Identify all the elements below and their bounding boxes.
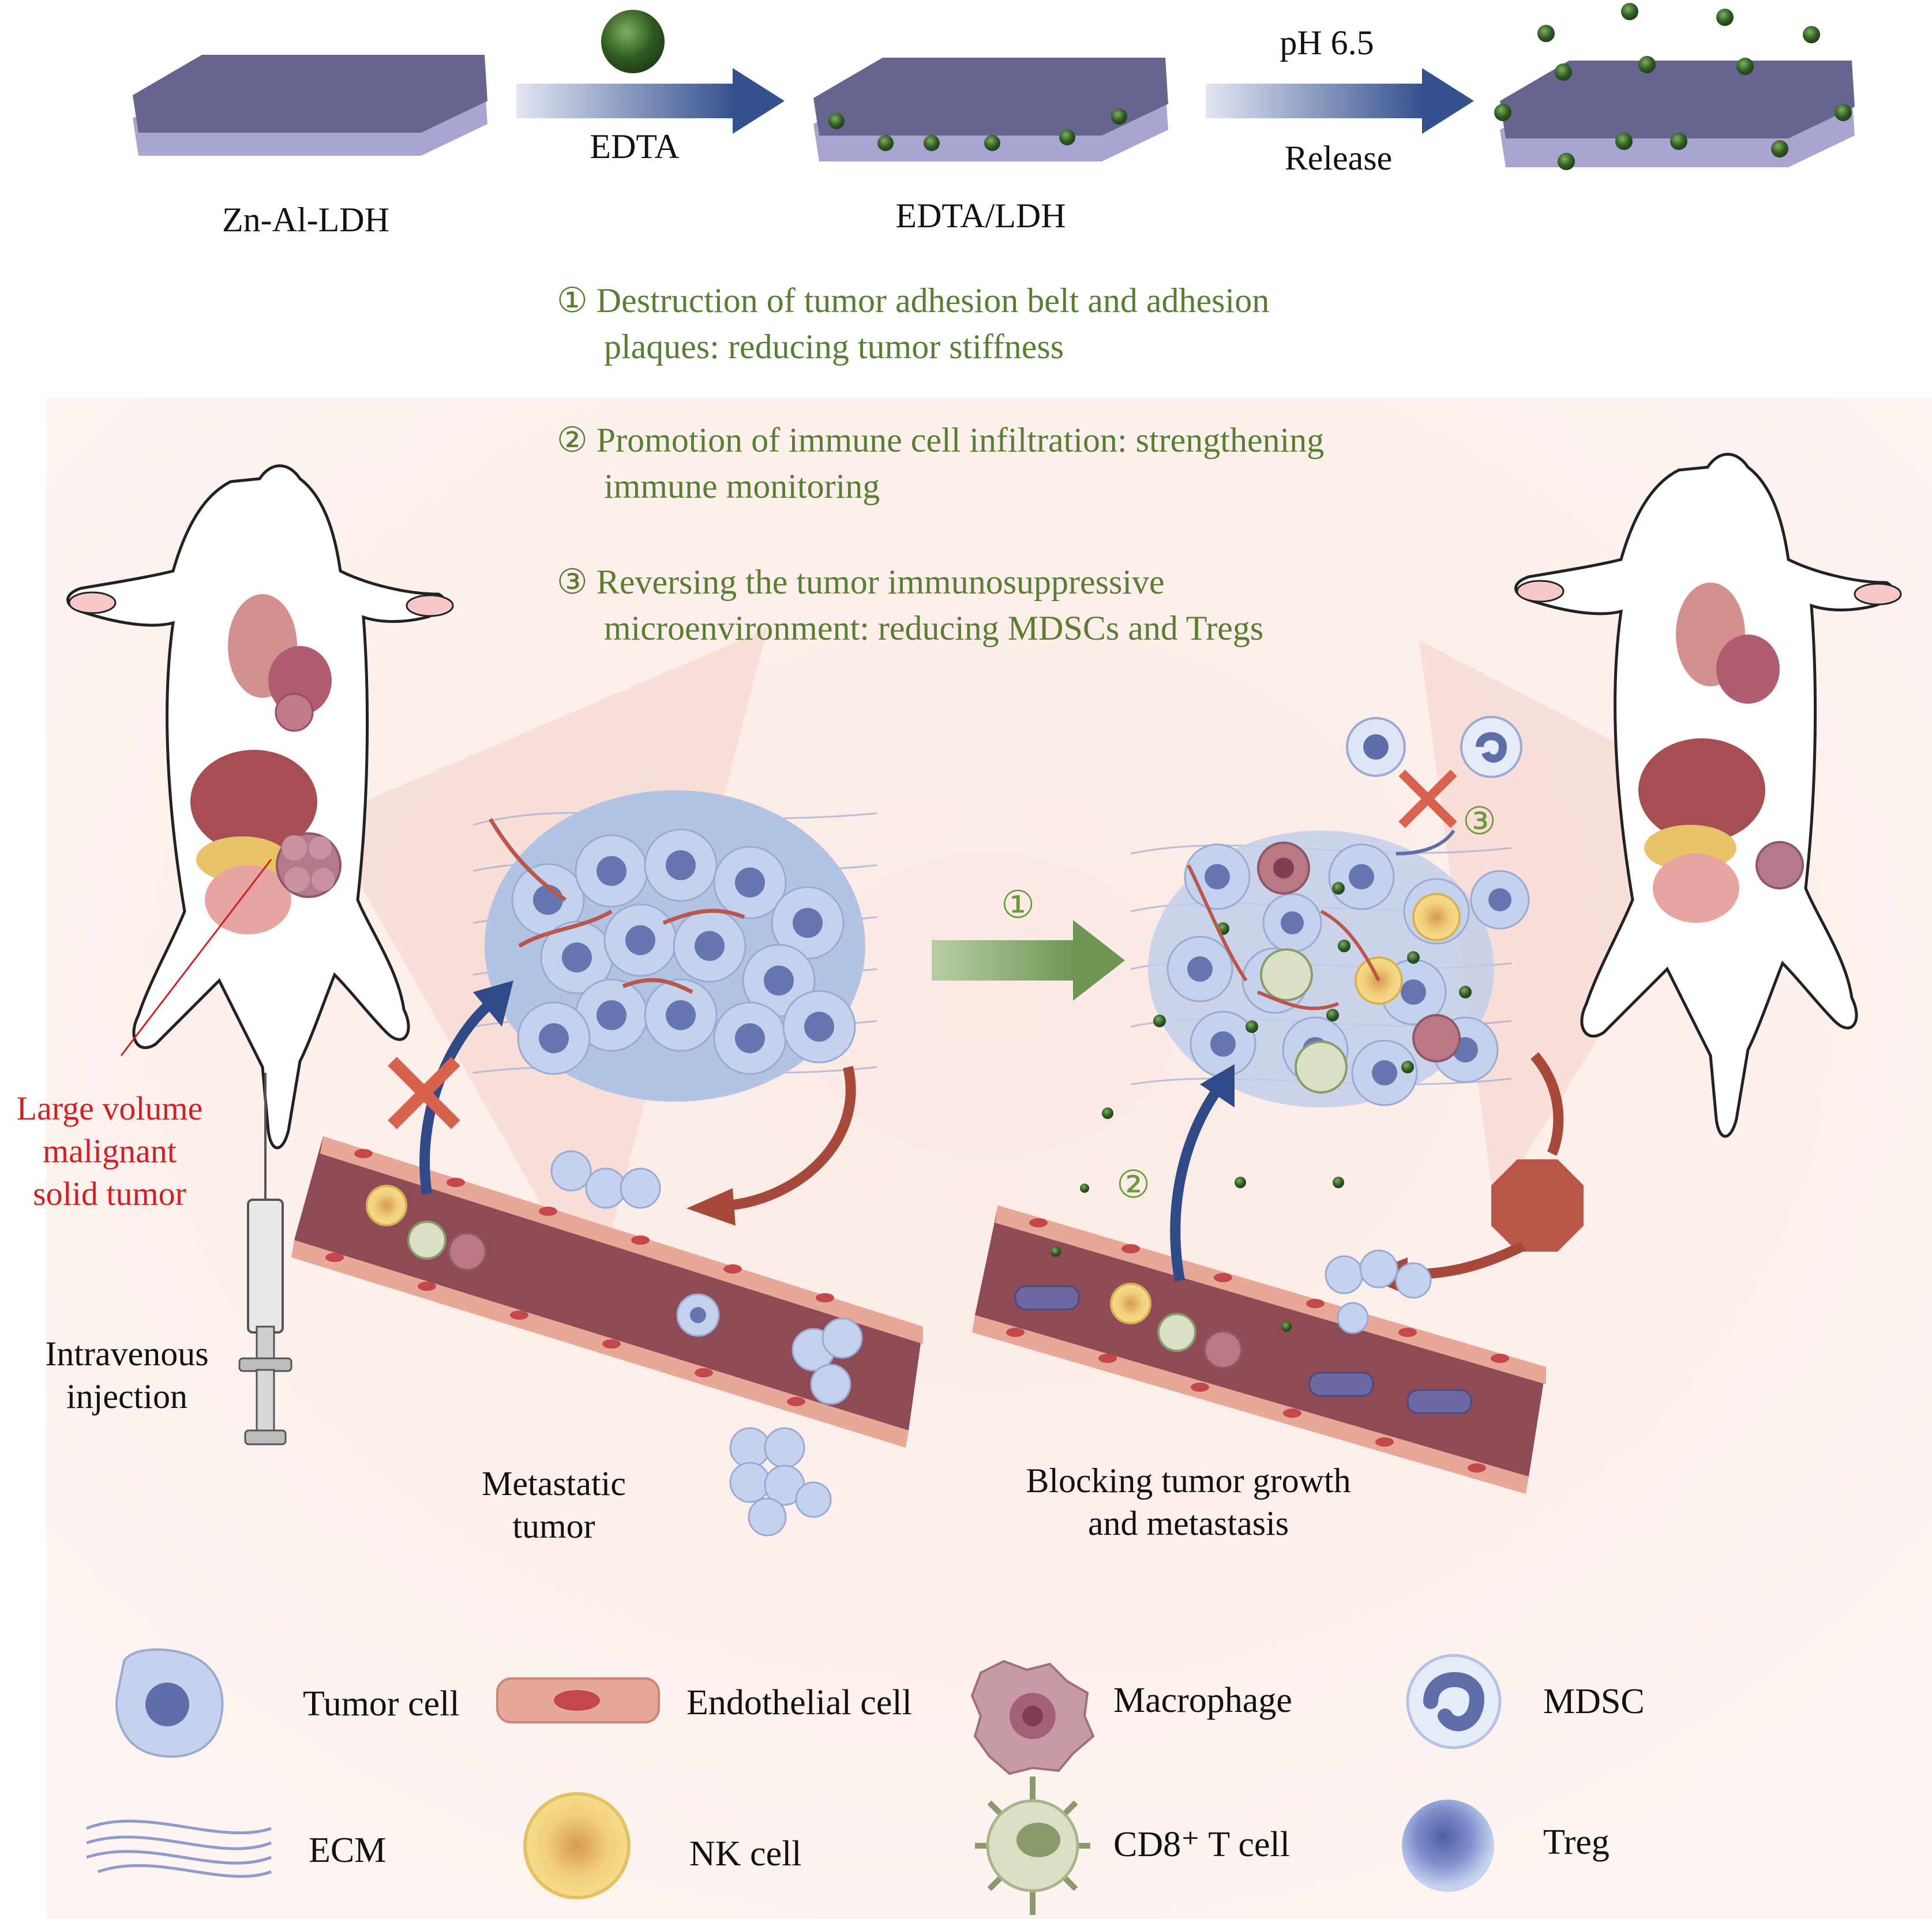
- legend-label-mdsc: MDSC: [1543, 1682, 1645, 1721]
- tumor-label-line3: solid tumor: [33, 1175, 186, 1212]
- blocking-label-line1: Blocking tumor growth: [1026, 1462, 1351, 1500]
- injection-label-line2: injection: [66, 1377, 187, 1415]
- mechanism-2-marker: ②: [557, 421, 588, 459]
- blood-vessel-left: [291, 1136, 923, 1448]
- legend-label-macrophage: Macrophage: [1113, 1681, 1292, 1720]
- legend-label-tumor-cell: Tumor cell: [303, 1684, 460, 1723]
- blood-vessel-right: [972, 1107, 1546, 1494]
- legend-label-ecm: ECM: [309, 1831, 387, 1870]
- edta-ldh-label: EDTA/LDH: [895, 197, 1066, 235]
- metastatic-label-line2: tumor: [512, 1507, 595, 1545]
- mechanism-2-line2: immune monitoring: [604, 467, 880, 505]
- tumor-mass-right: [1148, 831, 1530, 1107]
- tumor-cell-icon: [115, 1648, 224, 1758]
- mdsc-icon: [1406, 1654, 1502, 1749]
- step-marker-2: ②: [1116, 1164, 1151, 1206]
- edta-label: EDTA: [590, 127, 680, 166]
- step-marker-3: ③: [1462, 801, 1497, 843]
- blocked-suppressive-cells: [1346, 716, 1522, 855]
- treg-icon: [1402, 1800, 1494, 1892]
- metastatic-cluster: [729, 1427, 832, 1537]
- mechanism-3-line2: microenvironment: reducing MDSCs and Tre…: [604, 609, 1264, 647]
- mechanism-1-line1: Destruction of tumor adhesion belt and a…: [596, 281, 1270, 320]
- mouse-right: [1514, 453, 1902, 1138]
- nk-cell-icon: [523, 1792, 631, 1899]
- syringe-icon: [238, 1073, 292, 1445]
- ecm-icon: [86, 1819, 272, 1878]
- ldh-plate-icon: [133, 55, 487, 156]
- arrow-step-1: [932, 920, 1125, 1001]
- step-marker-1: ①: [1001, 884, 1036, 926]
- arrow-infiltration-right: [1170, 1064, 1235, 1282]
- arrow-blocked-left: [388, 981, 513, 1195]
- legend-label-cd8-t-cell: CD8⁺ T cell: [1113, 1825, 1290, 1864]
- tumor-label: Large volume malignant solid tumor: [0, 1087, 219, 1215]
- mechanism-3: ③ Reversing the tumor immunosuppressive: [557, 558, 1165, 606]
- blocking-label: Blocking tumor growth and metastasis: [969, 1459, 1408, 1545]
- cd8-t-cell-icon: [975, 1777, 1090, 1915]
- arrow-metastasis-left: [686, 1065, 856, 1226]
- macrophage-icon: [970, 1659, 1095, 1775]
- released-ldh-plate-icon: [1494, 3, 1855, 170]
- ph-label: pH 6.5: [1280, 24, 1374, 62]
- endothelial-cell-icon: [496, 1677, 660, 1723]
- tumor-label-line2: malignant: [43, 1132, 177, 1170]
- injection-label-line1: Intravenous: [45, 1335, 209, 1373]
- ldh-label: Zn-Al-LDH: [222, 201, 389, 239]
- mechanism-1-line2: plaques: reducing tumor stiffness: [604, 328, 1064, 366]
- mouse-left: [66, 464, 454, 1150]
- legend-label-treg: Treg: [1543, 1823, 1610, 1862]
- edta-ldh-plate-icon: [813, 58, 1168, 162]
- mechanism-1: ① Destruction of tumor adhesion belt and…: [557, 277, 1269, 324]
- mechanism-3-line1: Reversing the tumor immunosuppressive: [596, 563, 1165, 601]
- blocking-label-line2: and metastasis: [1087, 1504, 1289, 1542]
- injection-label: Intravenous injection: [23, 1332, 231, 1418]
- tumor-label-line1: Large volume: [16, 1090, 203, 1127]
- mechanism-3-marker: ③: [557, 563, 588, 601]
- arrow-edta: [516, 68, 785, 134]
- tumor-mass-left: [485, 790, 865, 1102]
- legend-label-nk-cell: NK cell: [689, 1834, 802, 1873]
- metastatic-label-line1: Metastatic: [482, 1464, 626, 1503]
- metastatic-label: Metastatic tumor: [438, 1462, 669, 1548]
- edta-ball-icon: [601, 10, 665, 73]
- arrow-release: [1206, 68, 1474, 134]
- mechanism-2: ② Promotion of immune cell infiltration:…: [557, 416, 1324, 464]
- release-label: Release: [1284, 139, 1393, 177]
- legend-label-endothelial-cell: Endothelial cell: [686, 1683, 912, 1722]
- mechanism-1-marker: ①: [557, 281, 588, 320]
- mechanism-2-line1: Promotion of immune cell infiltration: s…: [596, 421, 1325, 459]
